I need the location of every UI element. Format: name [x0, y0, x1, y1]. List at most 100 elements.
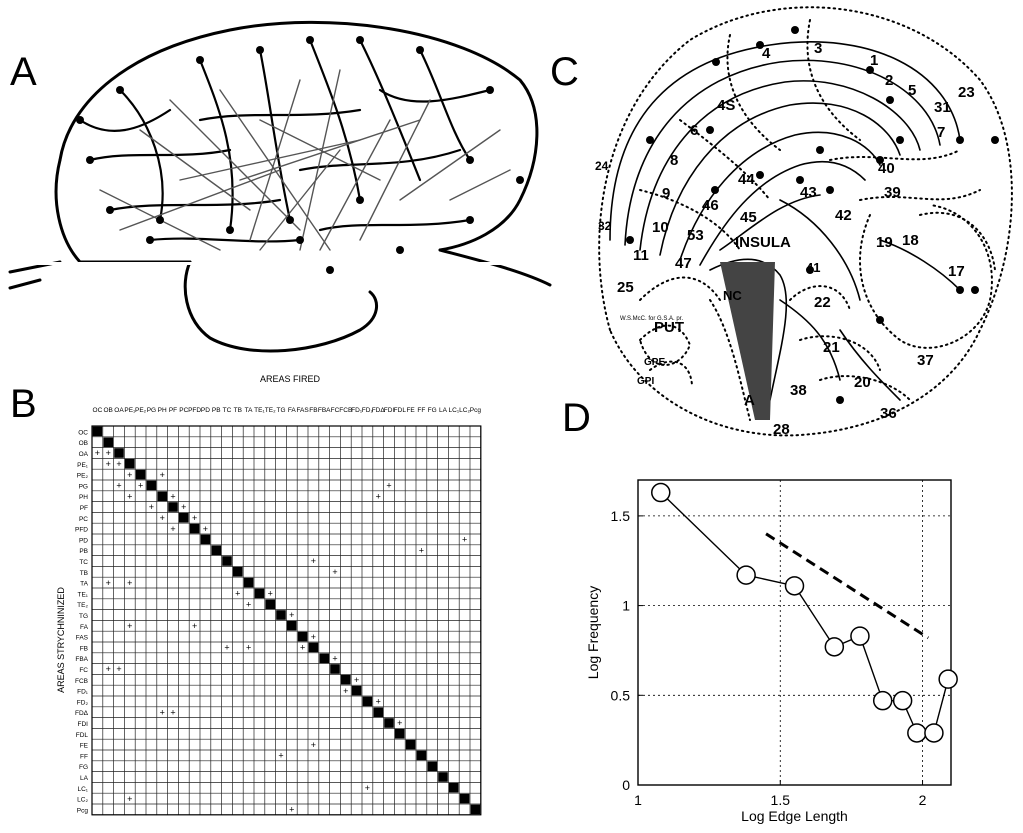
- area-label-32: 32: [598, 219, 612, 233]
- matrix-connection-mark: +: [127, 578, 132, 588]
- matrix-column-label: FA: [288, 407, 297, 414]
- matrix-row-label: TC: [79, 559, 88, 566]
- matrix-column-label: PH: [158, 407, 167, 414]
- matrix-connection-mark: +: [106, 448, 111, 458]
- matrix-connection-mark: +: [181, 502, 186, 512]
- matrix-row-label: TA: [80, 581, 88, 588]
- matrix-row-label: FCB: [75, 678, 88, 685]
- matrix-connection-mark: +: [203, 524, 208, 534]
- y-tick-label: 1.5: [611, 508, 631, 524]
- data-point: [651, 482, 671, 503]
- matrix-connection-mark: +: [160, 470, 165, 480]
- area-label-nc: NC: [723, 288, 742, 303]
- matrix-row-label: TE₁: [78, 591, 89, 598]
- matrix-connection-mark: +: [365, 783, 370, 793]
- matrix-row-label: OC: [78, 429, 88, 436]
- area-label-23: 23: [958, 84, 975, 101]
- matrix-diagonal-cell: [146, 480, 157, 491]
- matrix-connection-mark: +: [170, 707, 175, 717]
- matrix-connection-mark: +: [268, 589, 273, 599]
- matrix-row-label: FDΔ: [75, 710, 89, 717]
- data-point: [938, 669, 958, 689]
- matrix-column-label: PD: [201, 407, 210, 414]
- matrix-row-label: TB: [80, 570, 88, 577]
- matrix-column-label: FE: [406, 407, 415, 414]
- data-point: [850, 626, 870, 646]
- matrix-row-label: FDL: [76, 732, 89, 739]
- area-label-2: 2: [885, 72, 893, 89]
- matrix-column-label: LC₂: [459, 407, 470, 414]
- matrix-column-label: LA: [439, 407, 448, 414]
- panel-a-letter: A: [10, 50, 37, 94]
- area-label-1: 1: [870, 52, 878, 69]
- matrix-row-label: PE₁: [77, 462, 89, 469]
- y-tick-label: 0.5: [611, 687, 631, 703]
- matrix-connection-mark: +: [354, 675, 359, 685]
- y-tick-label: 0: [622, 777, 630, 793]
- matrix-row-label: FBA: [75, 656, 88, 663]
- matrix-column-label: FF: [417, 407, 425, 414]
- matrix-column-label: PE₂: [135, 407, 147, 414]
- matrix-column-label: OC: [93, 407, 103, 414]
- area-label-gpi: GPI: [637, 376, 654, 387]
- matrix-row-label: PE₂: [77, 473, 89, 480]
- area-label-37: 37: [917, 352, 934, 369]
- matrix-connection-mark: +: [376, 697, 381, 707]
- matrix-connection-mark: +: [106, 459, 111, 469]
- data-point: [824, 637, 845, 657]
- matrix-connection-mark: +: [106, 664, 111, 674]
- matrix-connection-mark: +: [95, 448, 100, 458]
- matrix-diagonal-cell: [125, 459, 135, 469]
- matrix-row-label: FF: [80, 753, 88, 760]
- area-label-39: 39: [884, 184, 901, 201]
- matrix-column-label: FD₁: [351, 407, 363, 414]
- matrix-diagonal-cell: [384, 718, 394, 728]
- matrix-row-label: Pcg: [77, 807, 89, 814]
- panel-d-letter: D: [562, 396, 591, 440]
- matrix-row-label: LC₁: [77, 786, 88, 793]
- matrix-y-label: AREAS STRYCHNINIZED: [56, 587, 66, 693]
- matrix-connection-mark: +: [332, 653, 337, 663]
- matrix-diagonal-cell: [168, 502, 178, 512]
- matrix-diagonal-cell: [222, 556, 232, 566]
- matrix-diagonal-cell: [438, 772, 448, 782]
- matrix-connection-mark: +: [127, 470, 132, 480]
- area-label-47: 47: [675, 255, 692, 272]
- matrix-diagonal-cell: [157, 491, 167, 501]
- area-label-24: 24: [595, 159, 609, 173]
- matrix-row-label: FE: [80, 743, 89, 750]
- area-label-9: 9: [662, 185, 670, 202]
- matrix-column-label: FDI: [384, 407, 395, 414]
- matrix-grid: ++++++++++++++++++++++++++++++++++++++++…: [91, 425, 482, 816]
- matrix-diagonal-cell: [135, 469, 146, 480]
- matrix-diagonal-cell: [319, 653, 329, 663]
- matrix-connection-mark: +: [224, 643, 229, 653]
- matrix-connection-mark: +: [127, 621, 132, 631]
- matrix-diagonal-cell: [416, 750, 427, 761]
- matrix-column-label: FBA: [318, 407, 331, 414]
- matrix-connection-mark: +: [246, 599, 251, 609]
- matrix-row-label: PB: [79, 548, 88, 555]
- matrix-diagonal-cell: [103, 437, 113, 447]
- matrix-diagonal-cell: [459, 793, 470, 804]
- area-label-10: 10: [652, 219, 669, 236]
- matrix-connection-mark: +: [127, 491, 132, 501]
- matrix-connection-mark: +: [289, 805, 294, 815]
- data-point: [872, 690, 893, 711]
- plot-frame: [637, 479, 952, 786]
- matrix-connection-mark: +: [462, 535, 467, 545]
- area-label-insula: INSULA: [735, 234, 791, 251]
- matrix-column-label: PFD: [188, 407, 201, 414]
- area-label-53: 53: [687, 227, 704, 244]
- data-point: [784, 576, 805, 596]
- area-label-gpe: GPE: [644, 357, 665, 368]
- y-axis-label: Log Frequency: [585, 586, 601, 679]
- matrix-connection-mark: +: [160, 513, 165, 523]
- matrix-connection-mark: +: [192, 513, 197, 523]
- matrix-row-label: FD₂: [77, 699, 89, 706]
- area-label-4S: 4S: [717, 97, 735, 114]
- data-point: [892, 690, 913, 711]
